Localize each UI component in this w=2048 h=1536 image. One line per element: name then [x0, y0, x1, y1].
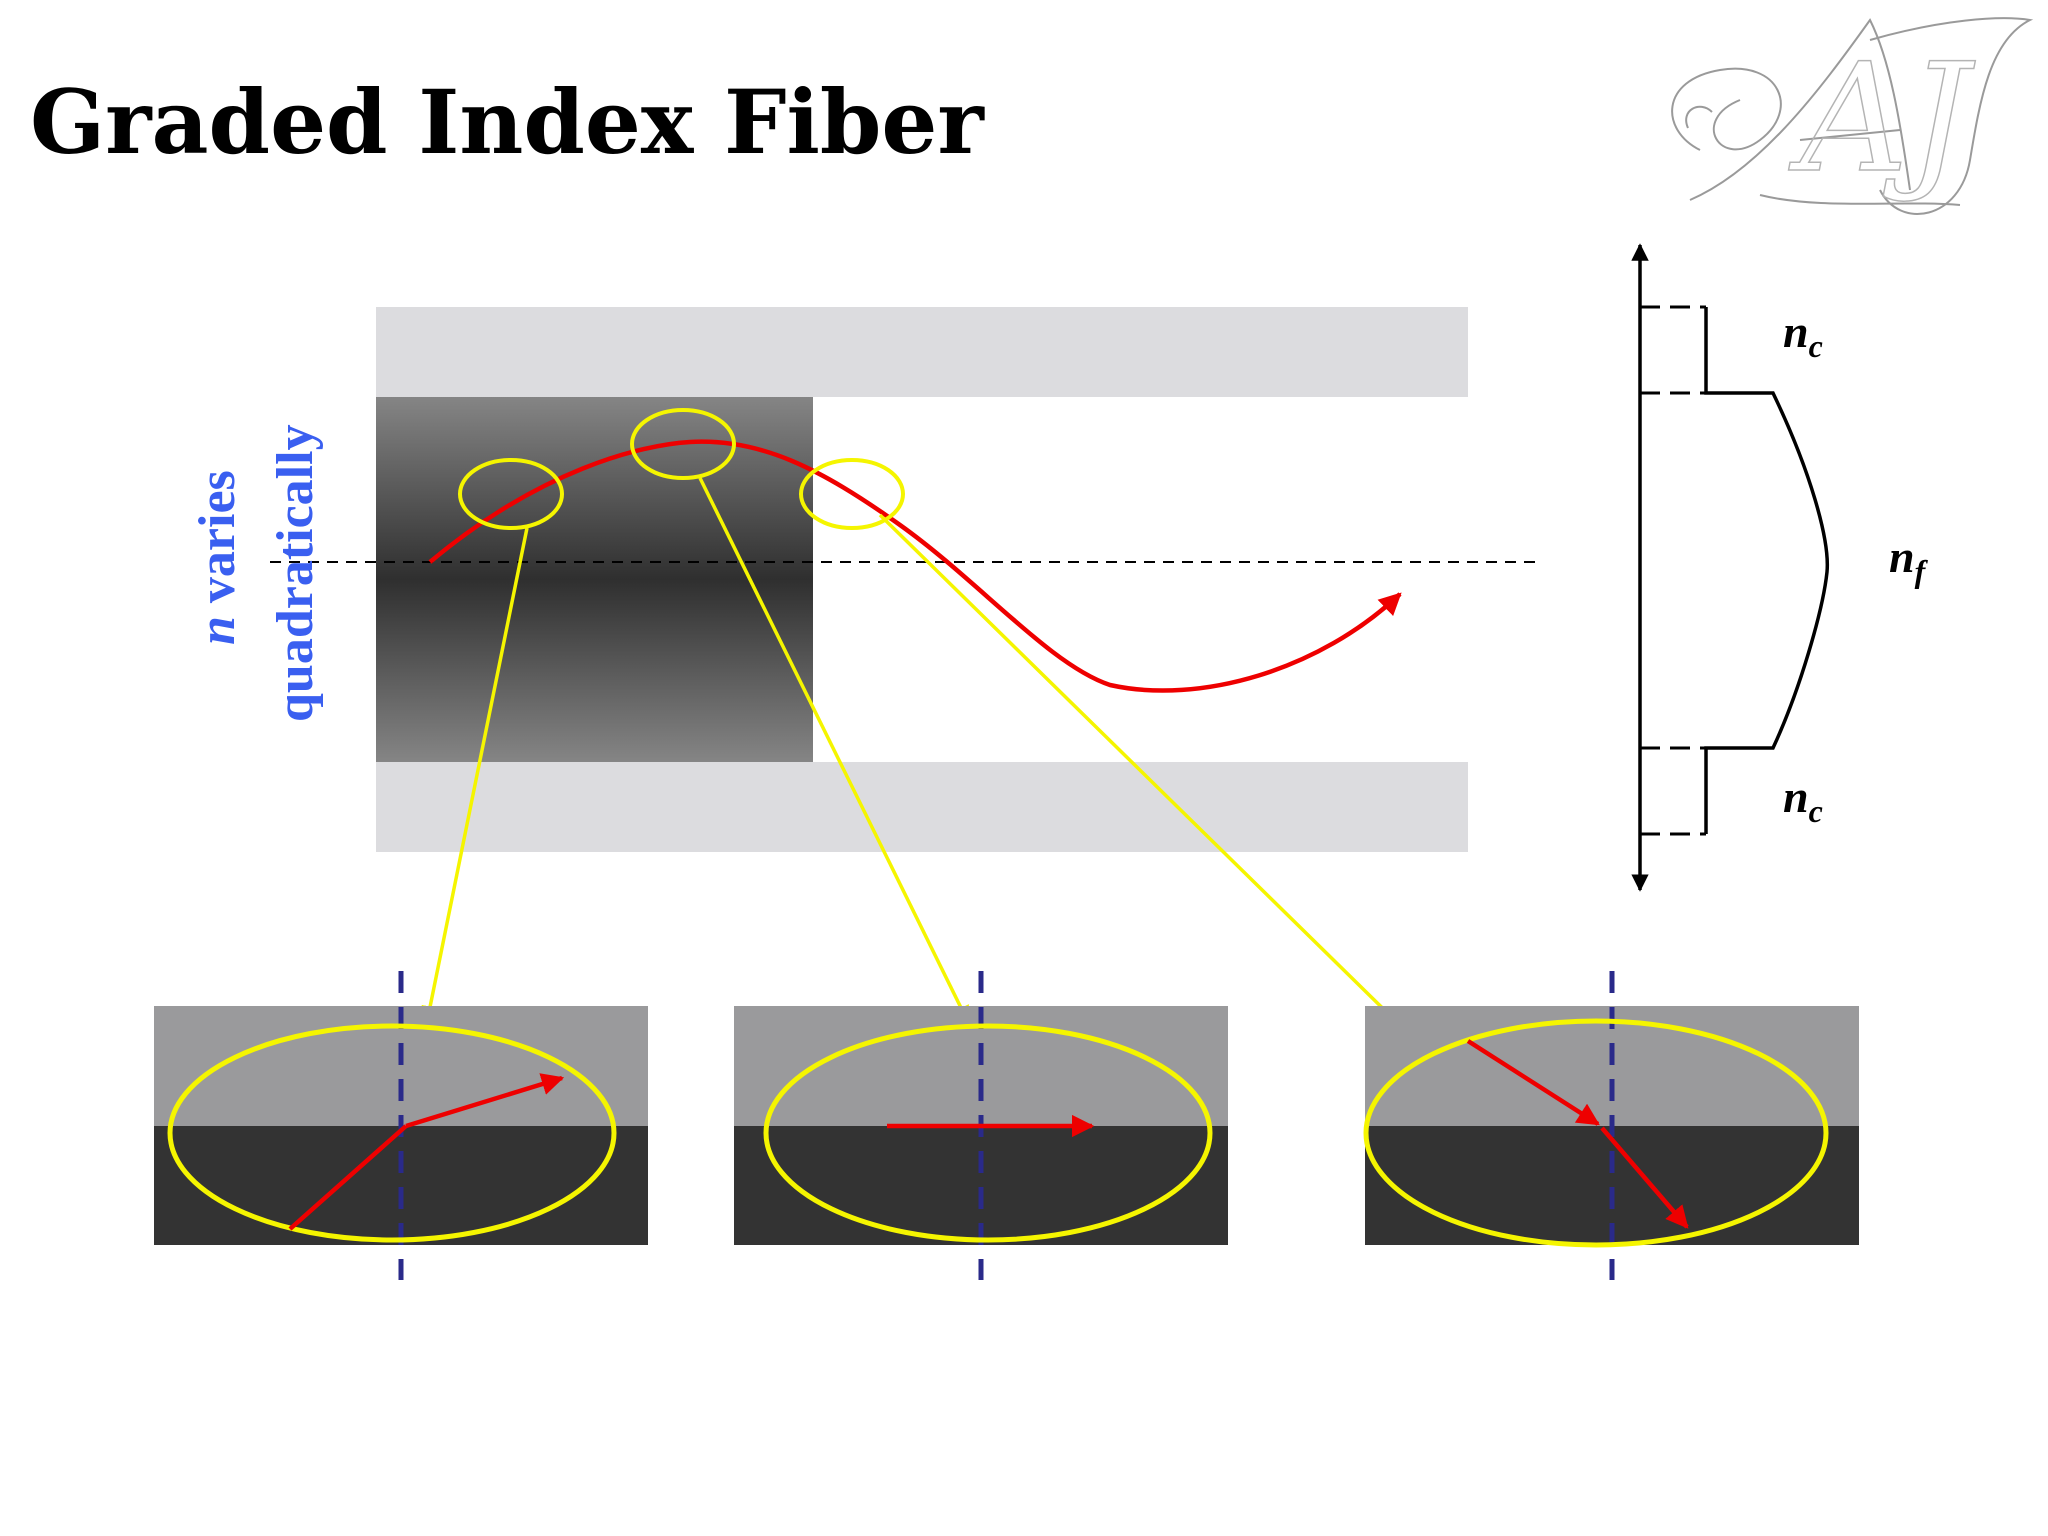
index-labels: nc nf nc	[1783, 306, 1929, 829]
zoom-marker-2	[630, 408, 736, 480]
fiber-cross-section	[270, 307, 1540, 852]
incident-ray	[288, 1124, 408, 1231]
leader-arrow-1	[421, 527, 529, 1024]
label-nc-top: nc	[1783, 306, 1823, 364]
side-label-line1: n varies	[189, 470, 246, 645]
refracted-ray	[405, 1073, 565, 1129]
zoom-panel-3	[1363, 971, 1859, 1280]
zoom-panel-2	[734, 971, 1228, 1280]
side-label-line2: quadratically	[267, 424, 324, 722]
slide-title: Graded Index Fiber	[30, 70, 984, 174]
zoom-circle	[167, 1023, 617, 1243]
leader-arrow-3	[878, 513, 1415, 1040]
label-nc-bottom: nc	[1783, 771, 1823, 829]
zoom-markers	[458, 408, 905, 530]
zoom-circle	[1363, 1018, 1829, 1248]
monogram-logo-icon: AJ	[1671, 17, 2034, 215]
zoom-leaders	[421, 477, 1415, 1040]
graded-core-region	[376, 397, 813, 762]
ray-path	[428, 439, 1402, 693]
top-cladding-layer	[376, 307, 1468, 397]
index-profile	[1631, 243, 1830, 892]
bottom-cladding-layer	[376, 762, 1468, 852]
zoom-circle	[763, 1023, 1213, 1243]
side-label: n varies quadratically	[189, 424, 324, 722]
zoom-marker-3	[799, 458, 905, 530]
reflected-ray	[1600, 1126, 1689, 1229]
zoom-marker-1	[458, 458, 564, 530]
incident-ray	[1466, 1039, 1600, 1126]
zoom-panel-1	[154, 971, 648, 1280]
label-nf: nf	[1889, 531, 1929, 589]
profile-curve	[1704, 307, 1830, 834]
leader-arrow-2	[698, 477, 970, 1024]
logo-text: AJ	[1788, 32, 1976, 206]
